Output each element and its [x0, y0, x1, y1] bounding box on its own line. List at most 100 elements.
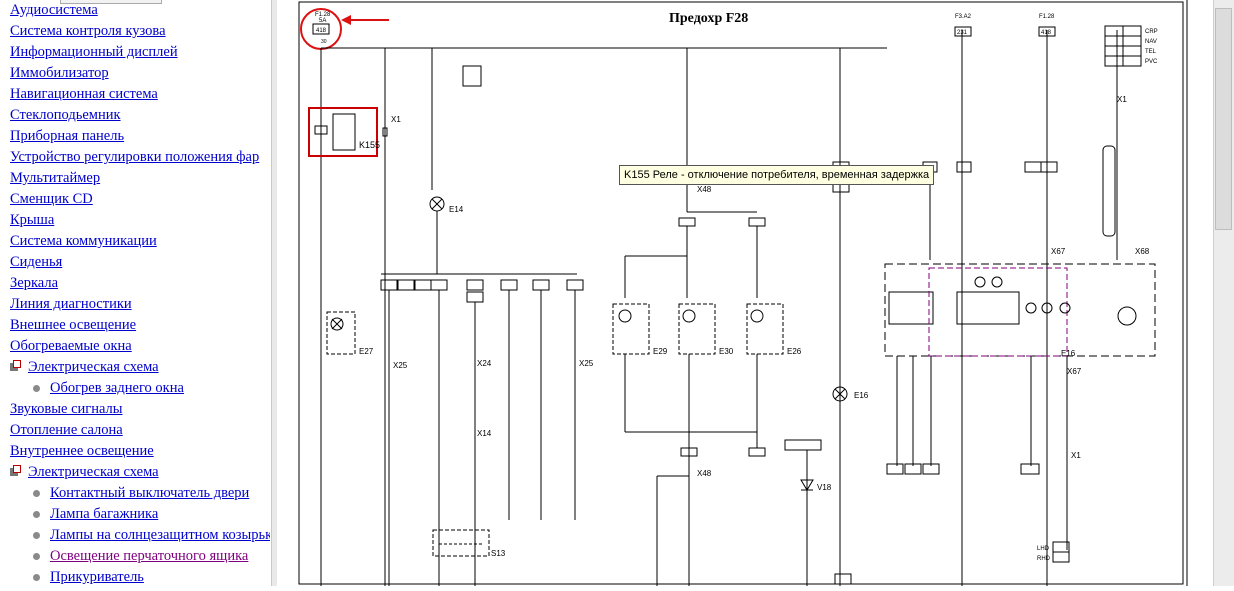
sidebar-item: Устройство регулировки положения фар — [6, 147, 270, 168]
svg-text:E14: E14 — [449, 205, 464, 214]
svg-text:X14: X14 — [477, 429, 492, 438]
sidebar-item: Внешнее освещение — [6, 315, 270, 336]
sidebar-item-link[interactable]: Иммобилизатор — [10, 65, 109, 81]
sidebar-item-link[interactable]: Лампа багажника — [50, 506, 159, 522]
fuse-f28 — [312, 23, 330, 35]
sidebar-item: Мультитаймер — [6, 168, 270, 189]
sidebar-item-link[interactable]: Прикуриватель — [50, 569, 144, 585]
sidebar-item-link[interactable]: Крыша — [10, 212, 55, 228]
sidebar-item-link[interactable]: Обогрев заднего окна — [50, 380, 184, 396]
sidebar-item: Линия диагностики — [6, 294, 270, 315]
sidebar-item: Система коммуникации — [6, 231, 270, 252]
top-button-edge[interactable] — [60, 0, 162, 4]
sidebar-item-link[interactable]: Линия диагностики — [10, 296, 132, 312]
sidebar-item-link[interactable]: Мультитаймер — [10, 170, 101, 186]
svg-text:418: 418 — [1041, 30, 1052, 36]
sidebar-item: Аудиосистема — [6, 0, 270, 21]
sidebar-item-link[interactable]: Обогреваемые окна — [10, 338, 132, 354]
sidebar-item: Лампа багажника — [6, 504, 270, 525]
sidebar-item-link[interactable]: Электрическая схема — [28, 359, 159, 375]
svg-text:TEL: TEL — [1145, 49, 1157, 55]
sidebar-item: Контактный выключатель двери — [6, 483, 270, 504]
svg-text:E16: E16 — [1061, 349, 1076, 358]
folder-icon — [10, 465, 22, 477]
svg-text:X48: X48 — [697, 185, 712, 194]
sidebar-item-link[interactable]: Сиденья — [10, 254, 63, 270]
svg-text:V18: V18 — [817, 483, 832, 492]
sidebar-item-link[interactable]: Отопление салона — [10, 422, 123, 438]
sidebar-item: Сиденья — [6, 252, 270, 273]
svg-text:X48: X48 — [697, 469, 712, 478]
sidebar-item: Освещение перчаточного ящика — [6, 546, 270, 567]
svg-text:X1: X1 — [1117, 95, 1127, 104]
sidebar-item: Обогреваемые окна — [6, 336, 270, 357]
sidebar-item: Приборная панель — [6, 126, 270, 147]
svg-text:X67: X67 — [1067, 367, 1082, 376]
fuse-callout-label: Предохр F28 — [669, 11, 749, 26]
sidebar-item: Навигационная система — [6, 84, 270, 105]
svg-text:PVC: PVC — [1145, 59, 1158, 65]
sidebar-item: Обогрев заднего окна — [6, 378, 270, 399]
svg-text:X67: X67 — [1051, 247, 1066, 256]
sidebar-item: Зеркала — [6, 273, 270, 294]
sidebar-splitter[interactable] — [271, 0, 278, 586]
sidebar-item: Прикуриватель — [6, 567, 270, 586]
svg-text:CRP: CRP — [1145, 29, 1158, 35]
sidebar-item: Стеклоподьемник — [6, 105, 270, 126]
sidebar-item-link[interactable]: Навигационная система — [10, 86, 158, 102]
scrollbar-thumb[interactable] — [1215, 8, 1232, 230]
svg-text:418: 418 — [316, 28, 327, 34]
svg-text:E27: E27 — [359, 347, 374, 356]
sidebar-item-link[interactable]: Лампы на солнцезащитном козырьке — [50, 527, 270, 543]
svg-text:X1: X1 — [391, 115, 401, 124]
sidebar-item-link[interactable]: Аудиосистема — [10, 2, 98, 18]
svg-text:E16: E16 — [854, 391, 869, 400]
sidebar-item: Лампы на солнцезащитном козырьке — [6, 525, 270, 546]
sidebar-item: Система контроля кузова — [6, 21, 270, 42]
sidebar-item-link[interactable]: Информационный дисплей — [10, 44, 178, 60]
svg-text:X68: X68 — [1135, 247, 1150, 256]
sidebar-item-link[interactable]: Стеклоподьемник — [10, 107, 121, 123]
svg-text:E29: E29 — [653, 347, 668, 356]
sidebar-item-link[interactable]: Контактный выключатель двери — [50, 485, 250, 501]
relay-k155-highlight — [308, 107, 378, 157]
svg-text:K155: K155 — [359, 140, 380, 150]
sidebar-item: Отопление салона — [6, 420, 270, 441]
wiring-diagram: F1.28 5A 418 30 F3.A2 231 F1.28 418 CRP … — [298, 0, 1188, 586]
sidebar-item-link[interactable]: Система контроля кузова — [10, 23, 166, 39]
relay-tooltip: K155 Реле - отключение потребителя, врем… — [619, 165, 935, 185]
svg-text:RHD: RHD — [1037, 556, 1051, 562]
svg-text:F1.28: F1.28 — [1039, 14, 1055, 20]
wiring-diagram-pane: F1.28 5A 418 30 F3.A2 231 F1.28 418 CRP … — [277, 0, 1234, 586]
svg-text:S13: S13 — [491, 549, 506, 558]
svg-text:X25: X25 — [579, 359, 594, 368]
svg-text:LHD: LHD — [1037, 546, 1050, 552]
svg-text:5A: 5A — [319, 18, 326, 24]
sidebar-item-link[interactable]: Приборная панель — [10, 128, 125, 144]
sidebar-item-link[interactable]: Зеркала — [10, 275, 59, 291]
sidebar-item: Крыша — [6, 210, 270, 231]
svg-text:F1.28: F1.28 — [315, 12, 331, 18]
sidebar-item-link[interactable]: Сменщик CD — [10, 191, 93, 207]
callout-arrow-icon — [341, 15, 351, 25]
module-e16-box — [884, 263, 1156, 357]
sidebar-item-link[interactable]: Электрическая схема — [28, 464, 159, 480]
svg-text:F3.A2: F3.A2 — [955, 14, 972, 20]
svg-text:X24: X24 — [477, 359, 492, 368]
sidebar-item-link[interactable]: Внутреннее освещение — [10, 443, 154, 459]
sidebar-item-link[interactable]: Освещение перчаточного ящика — [50, 548, 249, 564]
svg-text:E30: E30 — [719, 347, 734, 356]
sidebar-item-link[interactable]: Устройство регулировки положения фар — [10, 149, 260, 165]
sidebar-item: Информационный дисплей — [6, 42, 270, 63]
sidebar-item-link[interactable]: Звуковые сигналы — [10, 401, 123, 417]
connector-row-left — [380, 279, 584, 303]
svg-text:231: 231 — [957, 30, 968, 36]
sidebar-item-link[interactable]: Система коммуникации — [10, 233, 157, 249]
sidebar-item-link[interactable]: Внешнее освещение — [10, 317, 137, 333]
diagram-frame — [298, 1, 1184, 585]
sidebar-item: Сменщик CD — [6, 189, 270, 210]
sidebar-item: Электрическая схема — [6, 462, 270, 483]
svg-text:X25: X25 — [393, 361, 408, 370]
